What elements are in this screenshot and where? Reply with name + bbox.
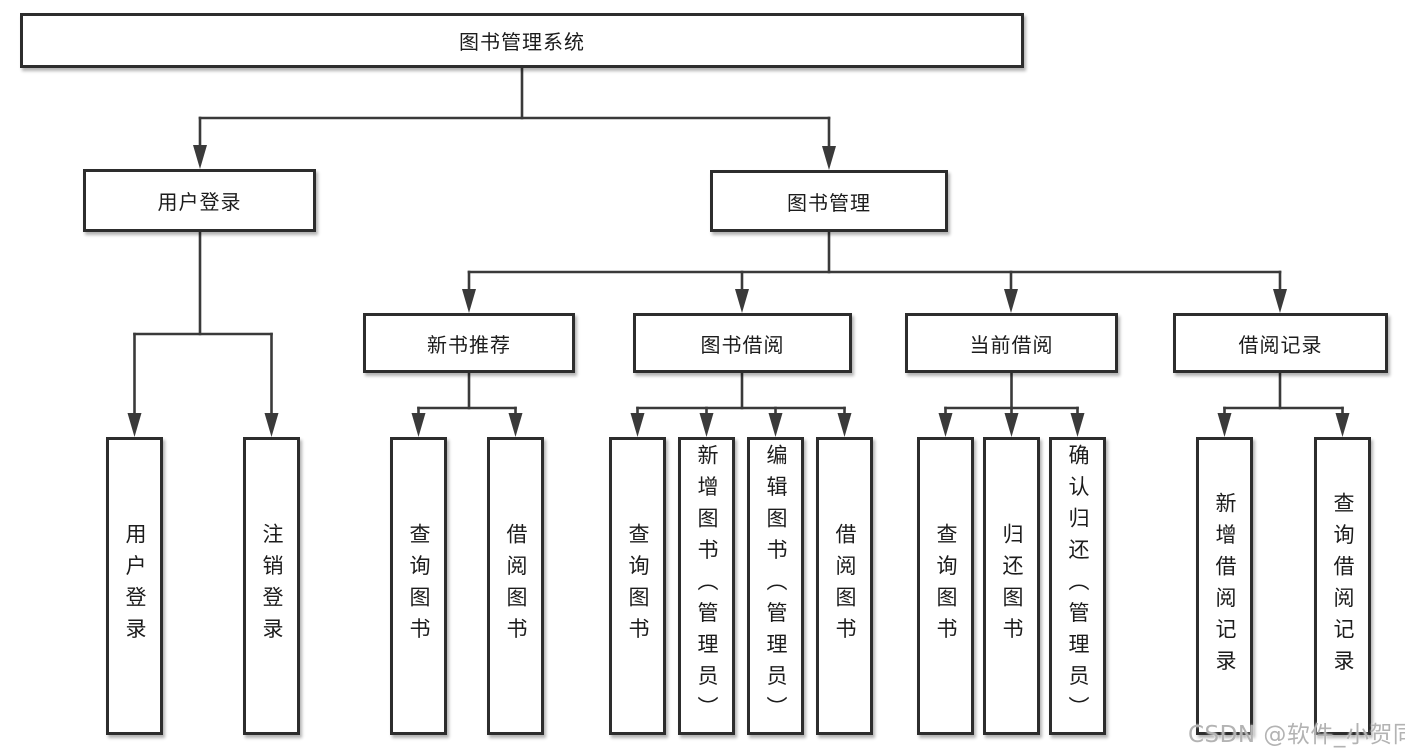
leaf-query-books-2: 查询图书 [609, 437, 666, 735]
leaf-user-login: 用户登录 [106, 437, 163, 735]
node-borrow-record: 借阅记录 [1173, 313, 1388, 373]
node-book-borrow: 图书借阅 [633, 313, 852, 373]
connectors-group [127, 66, 1350, 437]
leaf-logout: 注销登录 [243, 437, 300, 735]
node-user-login: 用户登录 [83, 169, 316, 232]
node-root: 图书管理系统 [20, 13, 1024, 68]
leaf-add-borrow-record: 新增借阅记录 [1196, 437, 1253, 735]
node-new-book-recommend: 新书推荐 [363, 313, 575, 373]
node-current-borrow: 当前借阅 [905, 313, 1118, 373]
leaf-query-borrow-record: 查询借阅记录 [1314, 437, 1371, 735]
watermark: CSDN @软件_小贺同学 [1188, 722, 1405, 748]
leaf-borrow-book-2: 借阅图书 [816, 437, 873, 735]
leaf-query-books: 查询图书 [390, 437, 447, 735]
leaf-query-books-3: 查询图书 [917, 437, 974, 735]
leaf-edit-book-admin: 编辑图书（管理员） [747, 437, 804, 735]
leaf-confirm-return-admin: 确认归还（管理员） [1049, 437, 1106, 735]
node-book-management: 图书管理 [710, 170, 948, 232]
leaf-borrow-book: 借阅图书 [487, 437, 544, 735]
leaf-add-book-admin: 新增图书（管理员） [678, 437, 735, 735]
leaf-return-book: 归还图书 [983, 437, 1040, 735]
